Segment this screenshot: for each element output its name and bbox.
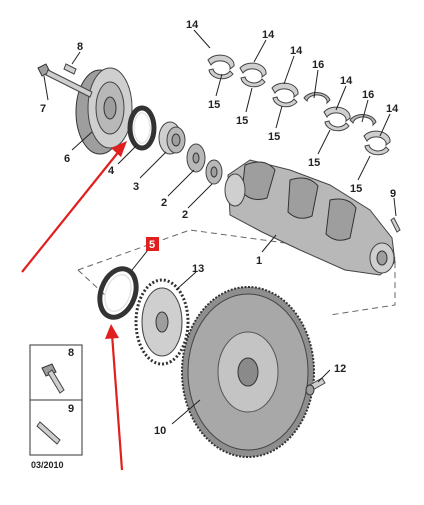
bearing-shell-upper-1 <box>207 54 235 71</box>
callout-15: 15 <box>208 99 220 111</box>
callout-2: 2 <box>182 209 188 221</box>
callout-16: 16 <box>362 89 374 101</box>
bearing-shell-lower-2 <box>240 76 266 88</box>
callout-8: 8 <box>77 41 83 53</box>
bearing-shell-lower-3 <box>272 96 298 108</box>
flywheel <box>181 286 315 458</box>
inset-bolt <box>41 363 65 394</box>
bearing-shell-upper-4 <box>323 106 351 123</box>
callout-14: 14 <box>262 29 275 41</box>
callout-15: 15 <box>268 131 280 143</box>
crankshaft <box>224 159 396 276</box>
inset-pin <box>36 421 61 445</box>
date-code: 03/2010 <box>31 460 64 470</box>
highlight-badge-label: 5 <box>149 239 155 251</box>
callout-6: 6 <box>64 153 70 165</box>
callout-13: 13 <box>192 263 204 275</box>
crank-gear-1 <box>186 143 206 173</box>
callout-4: 4 <box>108 165 115 177</box>
pulley-washer <box>63 63 77 75</box>
callout-14: 14 <box>386 103 399 115</box>
flywheel-bolt <box>305 377 326 396</box>
thrust-washer-2 <box>349 114 377 127</box>
callout-12: 12 <box>334 363 346 375</box>
callout-15: 15 <box>350 183 362 195</box>
rear-oil-seal <box>97 266 139 320</box>
callout-16: 16 <box>312 59 324 71</box>
callout-14: 14 <box>186 19 199 31</box>
thrust-washer-1 <box>303 92 331 105</box>
callout-1: 1 <box>256 255 262 267</box>
crankshaft-pulley <box>75 67 133 155</box>
pulley-bolt <box>37 63 93 98</box>
bearing-shell-lower-4 <box>324 120 350 132</box>
inset-detail: 8 9 <box>29 344 83 456</box>
callout-2: 2 <box>161 197 167 209</box>
callout-7: 7 <box>40 103 46 115</box>
red-arrows <box>21 141 127 471</box>
main-bearing-shells <box>207 54 391 156</box>
callout-15: 15 <box>308 157 320 169</box>
crank-gear-2 <box>205 159 223 185</box>
bearing-shell-upper-2 <box>239 62 267 79</box>
callout-14: 14 <box>340 75 353 87</box>
inset-callout-9: 9 <box>68 403 74 415</box>
callout-14: 14 <box>290 45 303 57</box>
callout-3: 3 <box>133 181 139 193</box>
bearing-shell-lower-1 <box>208 68 234 80</box>
front-oil-seal <box>127 105 157 151</box>
bearing-shell-upper-5 <box>363 130 391 147</box>
bearing-shell-upper-3 <box>271 82 299 99</box>
inset-callout-8: 8 <box>68 347 74 359</box>
highlight-badge: 5 <box>146 237 159 251</box>
bearing-shell-lower-5 <box>364 144 390 156</box>
callout-15: 15 <box>236 115 248 127</box>
callout-labels: 14 14 14 14 14 15 15 15 15 15 16 16 8 7 … <box>40 19 399 437</box>
reluctor-ring <box>134 278 190 366</box>
leader-lines <box>43 29 397 425</box>
dowel-pin <box>390 217 401 233</box>
callout-10: 10 <box>154 425 166 437</box>
timing-sprocket <box>158 121 186 155</box>
callout-9: 9 <box>390 188 396 200</box>
